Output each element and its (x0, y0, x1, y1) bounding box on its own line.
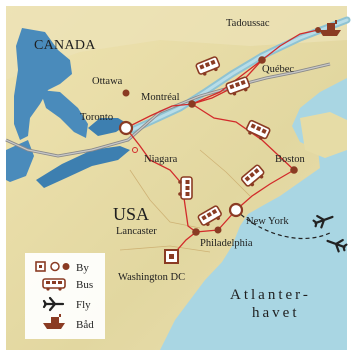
city-label-montreal: Montréal (141, 92, 180, 103)
city-marker-icon (118, 120, 134, 136)
city-label-washington: Washington DC (118, 272, 185, 283)
legend-bus-label: Bus (76, 279, 93, 291)
city-label-lancaster: Lancaster (116, 226, 157, 237)
city-label-new-york: New York (246, 216, 289, 227)
legend-boat-label: Båd (76, 319, 94, 331)
legend-bus-icon (42, 278, 66, 291)
city-label-niagara: Niagara (144, 154, 178, 165)
city-marker-icon (228, 202, 244, 218)
sea-label-line1: Atlanter- (230, 287, 311, 303)
legend-plane-icon (42, 296, 65, 312)
country-label-canada: CANADA (34, 38, 96, 53)
legend-city-icon (62, 263, 70, 270)
city-marker-icon (258, 56, 266, 64)
legend-fly-label: Fly (76, 299, 91, 311)
city-label-tadoussac: Tadoussac (226, 18, 270, 29)
city-marker-icon (192, 228, 200, 236)
legend-major-city-icon (50, 261, 60, 272)
boat-icon (319, 20, 341, 36)
niagara-falls-marker (132, 147, 138, 153)
city-marker-icon (122, 89, 130, 97)
city-label-philadelphia: Philadelphia (200, 238, 253, 249)
legend-boat-icon (43, 314, 65, 329)
city-label-quebec: Québec (262, 64, 294, 75)
city-markers (118, 27, 321, 264)
route-lines (125, 29, 319, 257)
plane-icon (312, 214, 334, 229)
country-label-usa: USA (113, 204, 149, 224)
city-marker-icon (315, 27, 321, 33)
city-label-boston: Boston (275, 154, 306, 165)
city-marker-icon (290, 166, 298, 174)
city-marker-icon (214, 226, 222, 234)
legend-by-label: By (76, 262, 89, 274)
city-marker-icon (188, 100, 196, 108)
bus-icon (177, 176, 193, 200)
plane-icon (326, 238, 348, 253)
city-label-toronto: Toronto (80, 112, 113, 123)
city-label-ottawa: Ottawa (92, 76, 123, 87)
legend: By Bus Fly Båd (25, 253, 105, 339)
flight-path (235, 209, 333, 240)
sea-label-line2: havet (252, 305, 299, 321)
